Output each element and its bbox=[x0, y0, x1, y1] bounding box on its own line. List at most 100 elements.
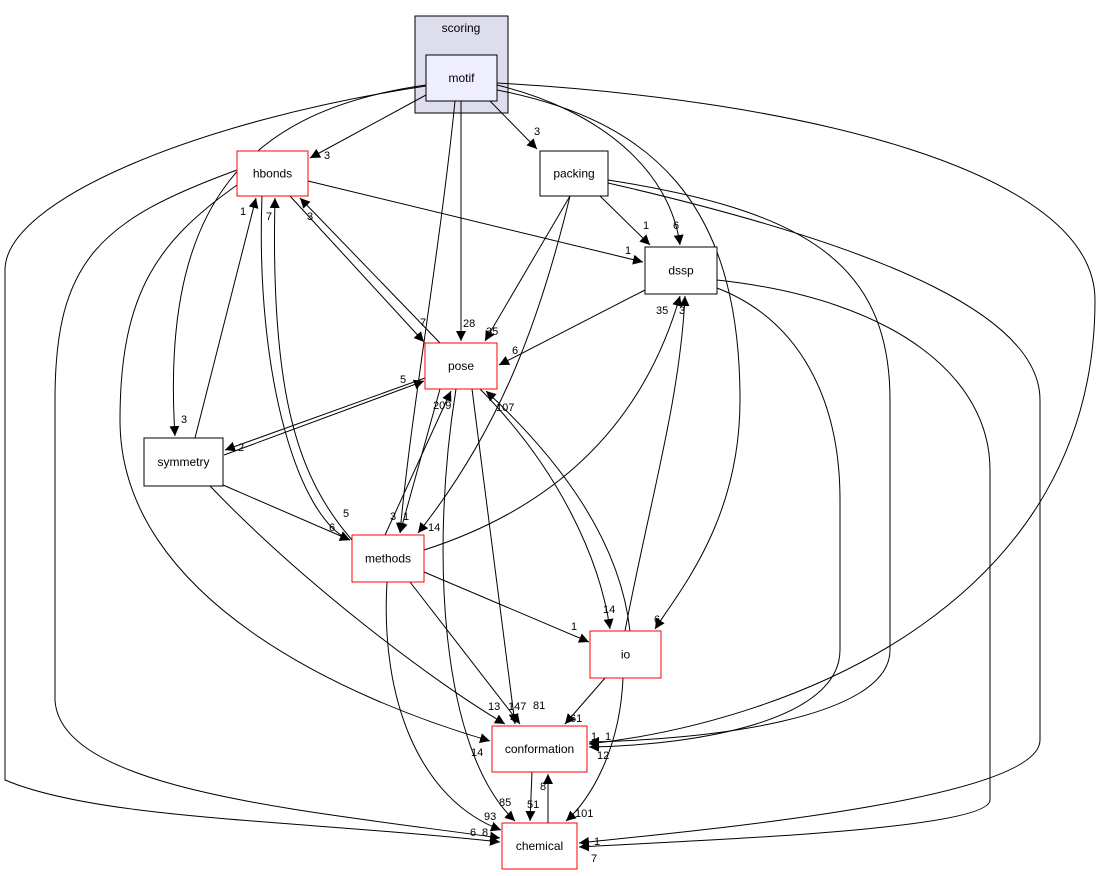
edge-label-io-to-pose[interactable]: 107 bbox=[496, 402, 514, 414]
node-motif[interactable]: motif bbox=[425, 54, 498, 102]
edge-label-pose-to-io[interactable]: 14 bbox=[603, 604, 615, 616]
edge-label-motif-to-dssp[interactable]: 6 bbox=[673, 220, 679, 232]
edge-label-methods-to-io[interactable]: 1 bbox=[571, 621, 577, 633]
edge-label-methods-to-conformation[interactable]: 147 bbox=[508, 701, 526, 713]
edge-label-motif-to-conformation[interactable]: 1 bbox=[591, 731, 597, 743]
edge-hbonds-to-dssp bbox=[307, 180, 644, 265]
edge-symmetry-to-conformation bbox=[209, 485, 506, 725]
node-box[interactable] bbox=[236, 150, 309, 197]
edge-label-pose-to-hbonds[interactable]: 3 bbox=[307, 211, 313, 223]
edge-label-motif-to-chemical[interactable]: 8 bbox=[482, 827, 488, 839]
edge-label-pose-to-methods[interactable]: 1 bbox=[403, 511, 409, 523]
edge-label-methods-to-hbonds[interactable]: 7 bbox=[266, 211, 272, 223]
edge-label-io-to-chemical[interactable]: 101 bbox=[575, 808, 593, 820]
edge-hbonds-to-chemical bbox=[54, 169, 501, 842]
edge-pose-to-symmetry bbox=[224, 377, 426, 452]
edge-label-motif-to-methods[interactable]: 3 bbox=[390, 511, 396, 523]
edge-label-chemical-to-conformation[interactable]: 8 bbox=[540, 781, 546, 793]
edge-label-hbonds-to-pose[interactable]: 7 bbox=[420, 317, 426, 329]
edge-label-motif-to-pose[interactable]: 28 bbox=[463, 318, 475, 330]
node-box[interactable] bbox=[424, 342, 498, 390]
edge-methods-to-pose bbox=[384, 390, 452, 536]
nodes: motif hbonds packing dssp pose symmetry method… bbox=[143, 54, 718, 870]
edge-label-dssp-to-conformation[interactable]: 1 bbox=[605, 731, 611, 743]
edge-label-hbonds-to-chemical[interactable]: 6 bbox=[470, 827, 476, 839]
node-label: hbonds bbox=[253, 167, 292, 181]
edge-pose-to-chemical bbox=[442, 388, 516, 822]
edge-label-pose-to-conformation[interactable]: 81 bbox=[533, 700, 545, 712]
edge-label-hbonds-to-methods[interactable]: 5 bbox=[343, 508, 349, 520]
node-box[interactable] bbox=[143, 437, 224, 487]
edge-packing-to-pose bbox=[484, 195, 571, 342]
edge-label-methods-to-dssp[interactable]: 35 bbox=[656, 305, 668, 317]
node-methods[interactable]: methods bbox=[351, 534, 425, 583]
edge-label-hbonds-to-conformation[interactable]: 14 bbox=[471, 747, 483, 759]
edge-motif-to-symmetry bbox=[169, 84, 427, 437]
edge-label-dssp-to-pose[interactable]: 6 bbox=[512, 345, 518, 357]
edge-label-hbonds-to-dssp[interactable]: 1 bbox=[625, 245, 631, 257]
edge-label-packing-to-conformation[interactable]: 12 bbox=[597, 750, 609, 762]
edge-label-io-to-conformation[interactable]: 61 bbox=[570, 713, 582, 725]
node-box[interactable] bbox=[539, 150, 609, 197]
edge-label-symmetry-to-pose[interactable]: 5 bbox=[400, 374, 406, 386]
cluster-label: scoring bbox=[442, 21, 481, 35]
edge-motif-to-io bbox=[496, 89, 741, 630]
edge-label-packing-to-methods[interactable]: 14 bbox=[428, 522, 440, 534]
node-box[interactable] bbox=[589, 630, 662, 679]
node-box[interactable] bbox=[425, 54, 498, 102]
node-hbonds[interactable]: hbonds bbox=[236, 150, 309, 197]
node-label: chemical bbox=[516, 839, 563, 853]
edge-dssp-to-pose bbox=[498, 289, 646, 366]
node-box[interactable] bbox=[644, 246, 718, 295]
node-symmetry[interactable]: symmetry bbox=[143, 437, 224, 487]
node-dssp[interactable]: dssp bbox=[644, 246, 718, 295]
edge-label-packing-to-pose[interactable]: 35 bbox=[486, 326, 498, 338]
node-pose[interactable]: pose bbox=[424, 342, 498, 390]
edge-label-motif-to-symmetry[interactable]: 3 bbox=[181, 414, 187, 426]
node-label: pose bbox=[448, 359, 474, 373]
edge-label-motif-to-packing[interactable]: 3 bbox=[534, 126, 540, 138]
edge-label-symmetry-to-hbonds[interactable]: 1 bbox=[240, 206, 246, 218]
edge-label-packing-to-dssp[interactable]: 1 bbox=[643, 220, 649, 232]
edge-hbonds-to-conformation bbox=[119, 184, 491, 743]
edges bbox=[4, 82, 1096, 852]
edge-label-methods-to-pose[interactable]: 209 bbox=[433, 400, 451, 412]
edge-label-pose-to-symmetry[interactable]: 2 bbox=[238, 442, 244, 454]
edge-label-conformation-to-chemical[interactable]: 51 bbox=[527, 799, 539, 811]
edge-label-pose-to-chemical[interactable]: 85 bbox=[499, 797, 511, 809]
edge-motif-to-conformation bbox=[496, 82, 1096, 748]
edge-conformation-to-chemical bbox=[525, 771, 536, 822]
edge-hbonds-to-methods bbox=[260, 195, 351, 541]
edge-methods-to-io bbox=[423, 571, 590, 643]
node-chemical[interactable]: chemical bbox=[501, 822, 578, 870]
edge-motif-to-packing bbox=[489, 100, 538, 150]
edge-methods-to-chemical bbox=[385, 581, 502, 832]
edge-label-dssp-to-chemical[interactable]: 7 bbox=[591, 853, 597, 865]
node-label: methods bbox=[365, 552, 411, 566]
edge-hbonds-to-pose bbox=[289, 195, 425, 343]
edge-label-symmetry-to-methods[interactable]: 6 bbox=[329, 522, 335, 534]
node-label: dssp bbox=[668, 264, 694, 278]
node-box[interactable] bbox=[491, 725, 588, 773]
edge-label-io-to-dssp[interactable]: 3 bbox=[679, 305, 685, 317]
edge-label-symmetry-to-conformation[interactable]: 13 bbox=[488, 701, 500, 713]
edge-io-to-dssp bbox=[624, 295, 690, 632]
node-box[interactable] bbox=[351, 534, 425, 583]
node-label: io bbox=[621, 648, 631, 662]
edge-methods-to-hbonds bbox=[269, 197, 353, 541]
edge-label-methods-to-chemical[interactable]: 93 bbox=[484, 811, 496, 823]
edge-motif-to-hbonds bbox=[309, 94, 427, 159]
edge-motif-to-methods bbox=[395, 100, 456, 534]
node-label: motif bbox=[448, 71, 475, 85]
edge-label-motif-to-io[interactable]: 6 bbox=[654, 614, 660, 626]
node-box[interactable] bbox=[501, 822, 578, 870]
edge-label-motif-to-hbonds[interactable]: 3 bbox=[324, 150, 330, 162]
edge-pose-to-conformation bbox=[471, 388, 519, 725]
node-packing[interactable]: packing bbox=[539, 150, 609, 197]
edge-io-to-chemical bbox=[565, 677, 624, 822]
edge-motif-to-dssp bbox=[496, 84, 684, 246]
node-conformation[interactable]: conformation bbox=[491, 725, 588, 773]
edge-label-packing-to-chemical[interactable]: 1 bbox=[594, 836, 600, 848]
node-io[interactable]: io bbox=[589, 630, 662, 679]
